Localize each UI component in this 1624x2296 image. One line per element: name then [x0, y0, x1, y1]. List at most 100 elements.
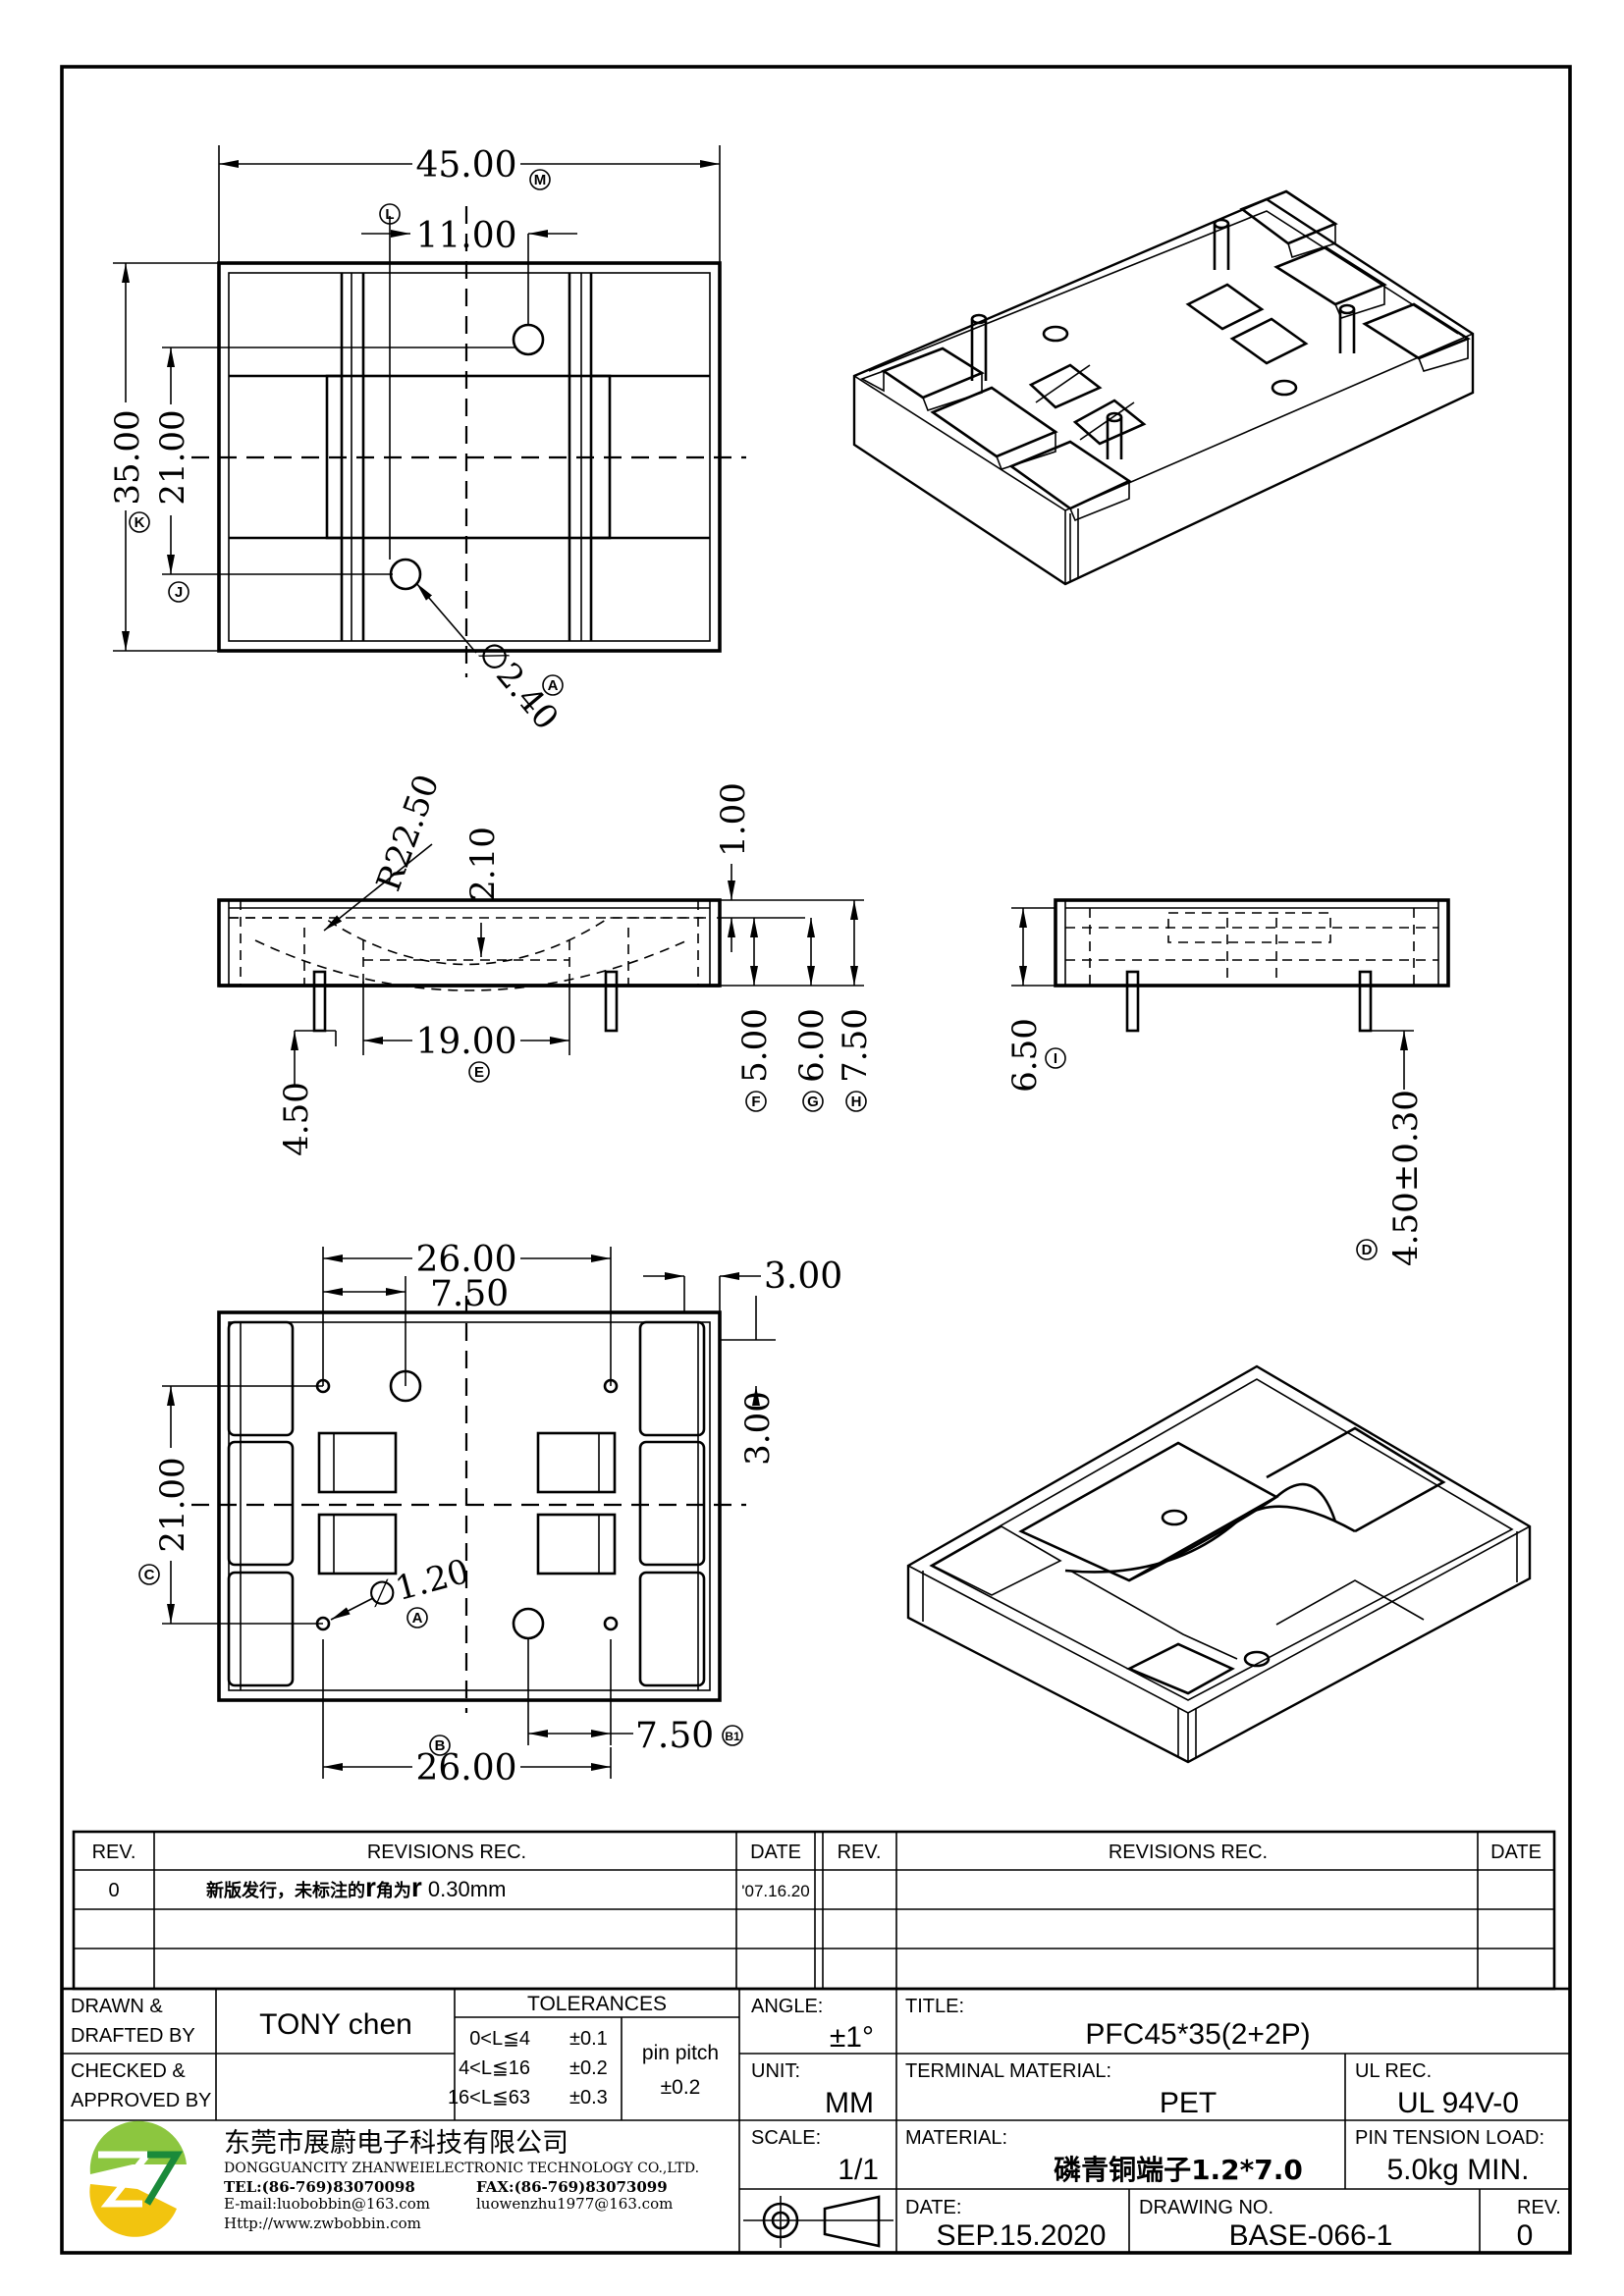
balloon-f: F: [745, 1091, 767, 1112]
company-name-en: DONGGUANCITY ZHANWEIELECTRONIC TECHNOLOG…: [224, 2161, 699, 2176]
drawn-label-1: DRAWN &: [71, 1996, 163, 2017]
drawn-by: TONY chen: [259, 2008, 412, 2041]
company-web: Http://www.zwbobbin.com: [224, 2215, 421, 2232]
date-label: DATE:: [905, 2197, 961, 2218]
svg-text:H: H: [851, 1094, 862, 1110]
dim-pin-pitch-y: 21.00: [153, 1457, 192, 1552]
balloon-j: J: [168, 581, 189, 603]
material-value: 磷青铜端子1.2*7.0: [1054, 2154, 1303, 2186]
svg-text:J: J: [175, 584, 183, 601]
projection-symbol-icon: [743, 2195, 893, 2248]
title-label: TITLE:: [905, 1996, 964, 2017]
dim-bottom-pitch: 26.00: [415, 1748, 516, 1789]
tolerances-label: TOLERANCES: [527, 1993, 667, 2015]
top-view: 45.00 M 11.00 L 35.00 K 21.00 J ∅2.40 A: [108, 145, 746, 737]
svg-text:C: C: [144, 1567, 155, 1583]
tol-val-1: ±0.2: [569, 2057, 608, 2079]
dim-top-span: 21.00: [153, 409, 192, 505]
isometric-bottom-view: [906, 1364, 1532, 1764]
svg-text:M: M: [534, 172, 547, 188]
dim-top-depth: 35.00: [108, 409, 147, 505]
side-view: 6.50 I 4.50±0.30 D: [1005, 898, 1450, 1266]
balloon-a-top: A: [542, 674, 564, 696]
dim-top-slot: 11.00: [415, 216, 516, 256]
title-block: DRAWN & DRAFTED BY TONY chen CHECKED & A…: [60, 1987, 1572, 2255]
unit-value: MM: [825, 2087, 874, 2119]
drawing-no-label: DRAWING NO.: [1139, 2197, 1273, 2218]
dim-h6: 6.00: [792, 1008, 832, 1083]
front-view: 4.50 19.00 E 2.10 R22.50 1.00 5.00 6.00 …: [217, 770, 875, 1156]
date-header-left: DATE: [750, 1842, 801, 1863]
balloon-k: K: [129, 511, 150, 533]
isometric-top-view: [852, 189, 1475, 586]
checked-label-2: APPROVED BY: [71, 2090, 211, 2111]
dim-top-width: 45.00: [415, 145, 516, 186]
dim-edge-3v: 3.00: [738, 1391, 778, 1466]
balloon-c: C: [138, 1564, 160, 1585]
svg-text:K: K: [135, 514, 145, 531]
terminal-value: PET: [1160, 2087, 1217, 2119]
tol-range-0: 0<L≦4: [469, 2028, 530, 2050]
company-tel: TEL:(86-769)83070098: [224, 2178, 415, 2196]
dim-pin-offset: 7.50: [430, 1274, 509, 1314]
dim-side-h: 6.50: [1005, 1018, 1045, 1093]
balloon-i: I: [1045, 1047, 1066, 1069]
pin-pitch-tol: ±0.2: [661, 2076, 701, 2099]
svg-text:F: F: [751, 1094, 760, 1110]
date-value: SEP.15.2020: [937, 2219, 1107, 2252]
svg-text:D: D: [1362, 1242, 1373, 1258]
rev-row-0: 0: [108, 1880, 119, 1901]
dim-pin-pitch-x: 26.00: [415, 1240, 516, 1280]
dim-pin-tol: 4.50±0.30: [1386, 1090, 1426, 1266]
svg-text:I: I: [1054, 1050, 1057, 1067]
company-email-2: luowenzhu1977@163.com: [476, 2195, 673, 2213]
drawing-no-value: BASE-066-1: [1229, 2219, 1393, 2252]
tol-range-1: 4<L≦16: [459, 2057, 530, 2079]
svg-text:E: E: [474, 1064, 484, 1081]
svg-text:A: A: [412, 1610, 423, 1627]
balloon-a-bottom: A: [406, 1607, 428, 1629]
dim-center-slot: 19.00: [415, 1022, 516, 1062]
ul-value: UL 94V-0: [1397, 2087, 1519, 2119]
balloon-g: G: [802, 1091, 824, 1112]
checked-label-1: CHECKED &: [71, 2060, 186, 2082]
material-label: MATERIAL:: [905, 2127, 1007, 2149]
bottom-view: 26.00 7.50 3.00 3.00 21.00 C ∅1.20 A 7.5…: [138, 1240, 842, 1789]
tol-val-2: ±0.3: [569, 2087, 608, 2109]
terminal-label: TERMINAL MATERIAL:: [905, 2060, 1111, 2082]
rev-header-right: REV.: [838, 1842, 882, 1863]
rec-header-left: REVISIONS REC.: [367, 1842, 526, 1863]
dim-h5: 5.00: [735, 1008, 775, 1083]
company-email: E-mail:luobobbin@163.com: [224, 2195, 430, 2213]
angle-label: ANGLE:: [751, 1996, 823, 2017]
dim-bottom-offset: 7.50: [635, 1716, 714, 1756]
title-value: PFC45*35(2+2P): [1085, 2018, 1310, 2051]
dim-h75: 7.50: [836, 1008, 875, 1083]
unit-label: UNIT:: [751, 2060, 800, 2082]
scale-value: 1/1: [838, 2154, 879, 2186]
svg-text:B: B: [435, 1737, 446, 1754]
balloon-l: L: [379, 203, 401, 225]
rec-row-0-note: 新版发行，未标注的r角为r 0.30mm: [206, 1872, 506, 1902]
dim-pin-len: 4.50: [277, 1082, 316, 1156]
svg-text:A: A: [548, 677, 559, 694]
tol-range-2: 16<L≦63: [448, 2087, 530, 2109]
dim-depth-2: 2.10: [463, 827, 503, 901]
dim-top-wall: 1.00: [714, 782, 753, 857]
balloon-b1: B1: [722, 1725, 743, 1746]
rev-header-left: REV.: [92, 1842, 136, 1863]
rec-header-right: REVISIONS REC.: [1109, 1842, 1268, 1863]
date-row-0: '07.16.20: [741, 1882, 809, 1900]
rev-label: REV.: [1517, 2197, 1561, 2218]
revisions-table: REV. REVISIONS REC. DATE REV. REVISIONS …: [72, 1830, 1556, 1991]
pin-tension-value: 5.0kg MIN.: [1386, 2154, 1529, 2186]
tol-val-0: ±0.1: [569, 2028, 608, 2050]
company-name-cn: 东莞市展蔚电子科技有限公司: [224, 2128, 568, 2159]
pin-tension-label: PIN TENSION LOAD:: [1355, 2127, 1544, 2149]
balloon-e: E: [468, 1061, 490, 1083]
ul-label: UL REC.: [1355, 2060, 1432, 2082]
dim-edge-3: 3.00: [764, 1256, 842, 1297]
svg-text:B1: B1: [725, 1730, 740, 1743]
balloon-b: B: [429, 1735, 451, 1756]
dim-radius: R22.50: [369, 770, 448, 896]
